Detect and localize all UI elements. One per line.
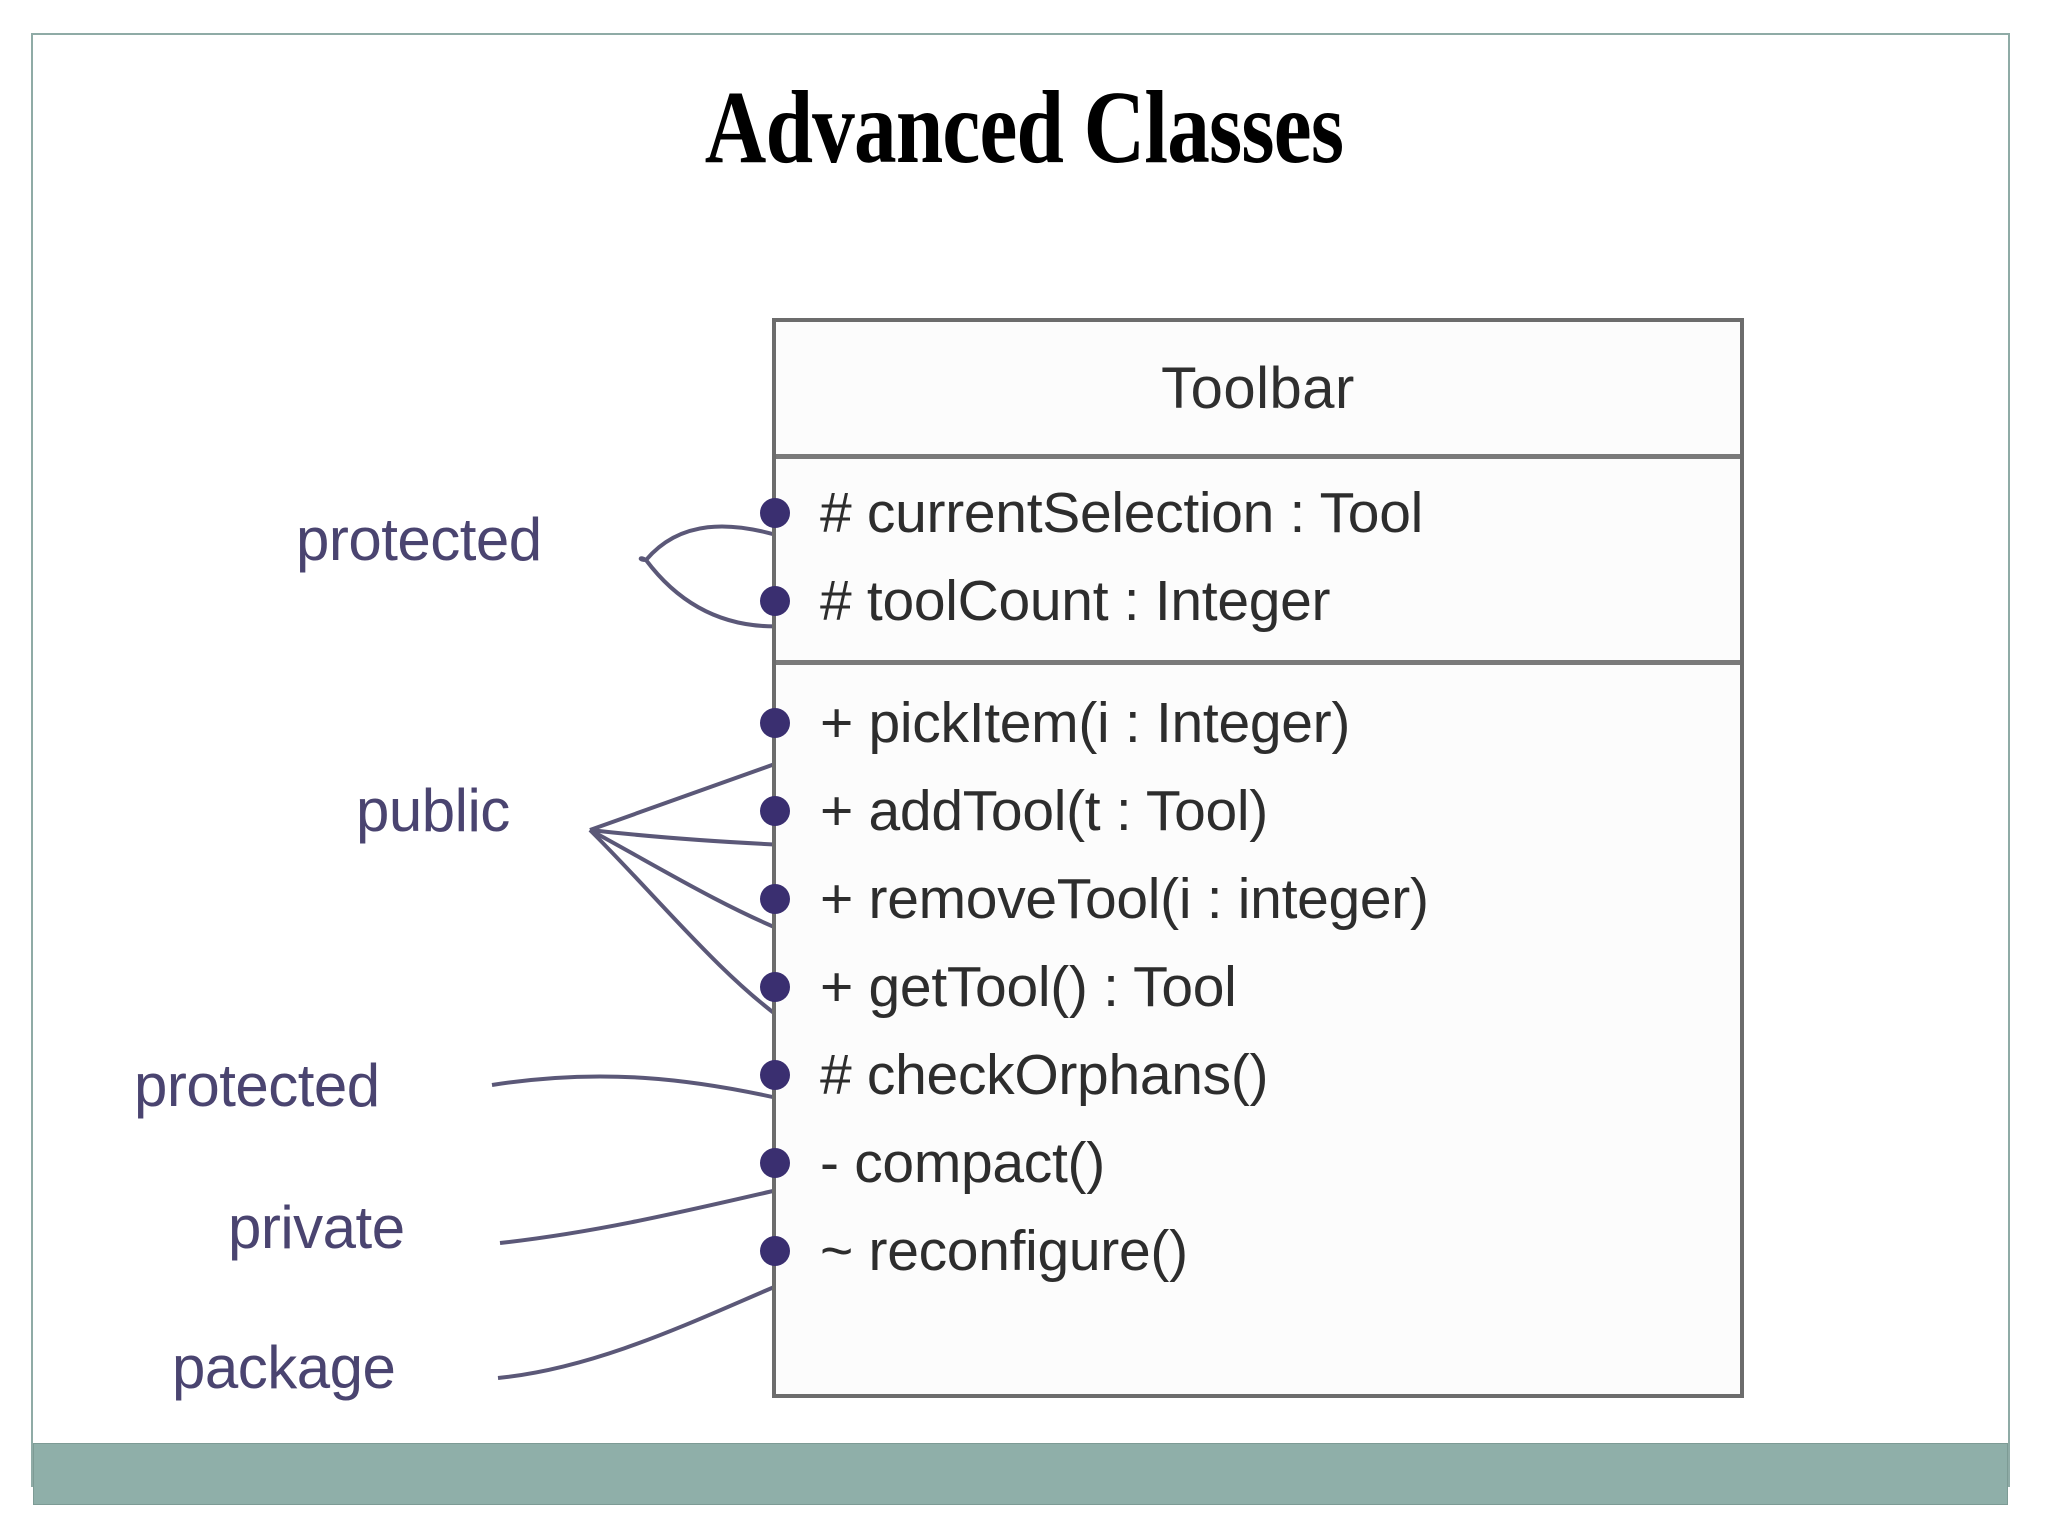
annotation-package: package <box>172 1334 396 1401</box>
footer-bar <box>33 1443 2008 1505</box>
operation-text: ~ reconfigure() <box>820 1219 1188 1283</box>
operation-text: - compact() <box>820 1131 1105 1195</box>
operation-row: + removeTool(i : integer) <box>760 855 1740 943</box>
bullet-dot-icon <box>760 1148 790 1178</box>
annotation-public: public <box>356 777 510 844</box>
operations-compartment: + pickItem(i : Integer) + addTool(t : To… <box>760 665 1740 1394</box>
page-title: Advanced Classes <box>704 70 1344 185</box>
annotation-protected-operations: protected <box>134 1052 380 1119</box>
class-name-compartment: Toolbar <box>776 322 1740 459</box>
operation-row: ~ reconfigure() <box>760 1207 1740 1295</box>
bullet-dot-icon <box>760 586 790 616</box>
attribute-row: # currentSelection : Tool <box>760 469 1740 557</box>
attribute-row: # toolCount : Integer <box>760 557 1740 645</box>
bullet-dot-icon <box>760 1236 790 1266</box>
operation-row: # checkOrphans() <box>760 1031 1740 1119</box>
operation-row: - compact() <box>760 1119 1740 1207</box>
operation-text: # checkOrphans() <box>820 1043 1269 1107</box>
leader-lines <box>491 524 788 1380</box>
attributes-compartment: # currentSelection : Tool # toolCount : … <box>760 459 1740 665</box>
bullet-dot-icon <box>760 884 790 914</box>
operation-text: + getTool() : Tool <box>820 955 1237 1019</box>
bullet-dot-icon <box>760 708 790 738</box>
attribute-text: # currentSelection : Tool <box>820 481 1423 545</box>
uml-class-box: Toolbar # currentSelection : Tool # tool… <box>760 318 1744 1398</box>
bullet-dot-icon <box>760 796 790 826</box>
uml-class-diagram: protected public protected private packa… <box>134 318 1744 1401</box>
attribute-text: # toolCount : Integer <box>820 569 1331 633</box>
annotation-protected-attributes: protected <box>296 506 542 573</box>
class-name: Toolbar <box>1161 355 1355 421</box>
bullet-dot-icon <box>760 1060 790 1090</box>
operation-row: + pickItem(i : Integer) <box>760 679 1740 767</box>
operation-row: + addTool(t : Tool) <box>760 767 1740 855</box>
annotation-private: private <box>228 1194 405 1261</box>
operation-row: + getTool() : Tool <box>760 943 1740 1031</box>
operation-text: + removeTool(i : integer) <box>820 867 1429 931</box>
operation-text: + pickItem(i : Integer) <box>820 691 1351 755</box>
operation-text: + addTool(t : Tool) <box>820 779 1268 843</box>
bullet-dot-icon <box>760 972 790 1002</box>
bullet-dot-icon <box>760 498 790 528</box>
